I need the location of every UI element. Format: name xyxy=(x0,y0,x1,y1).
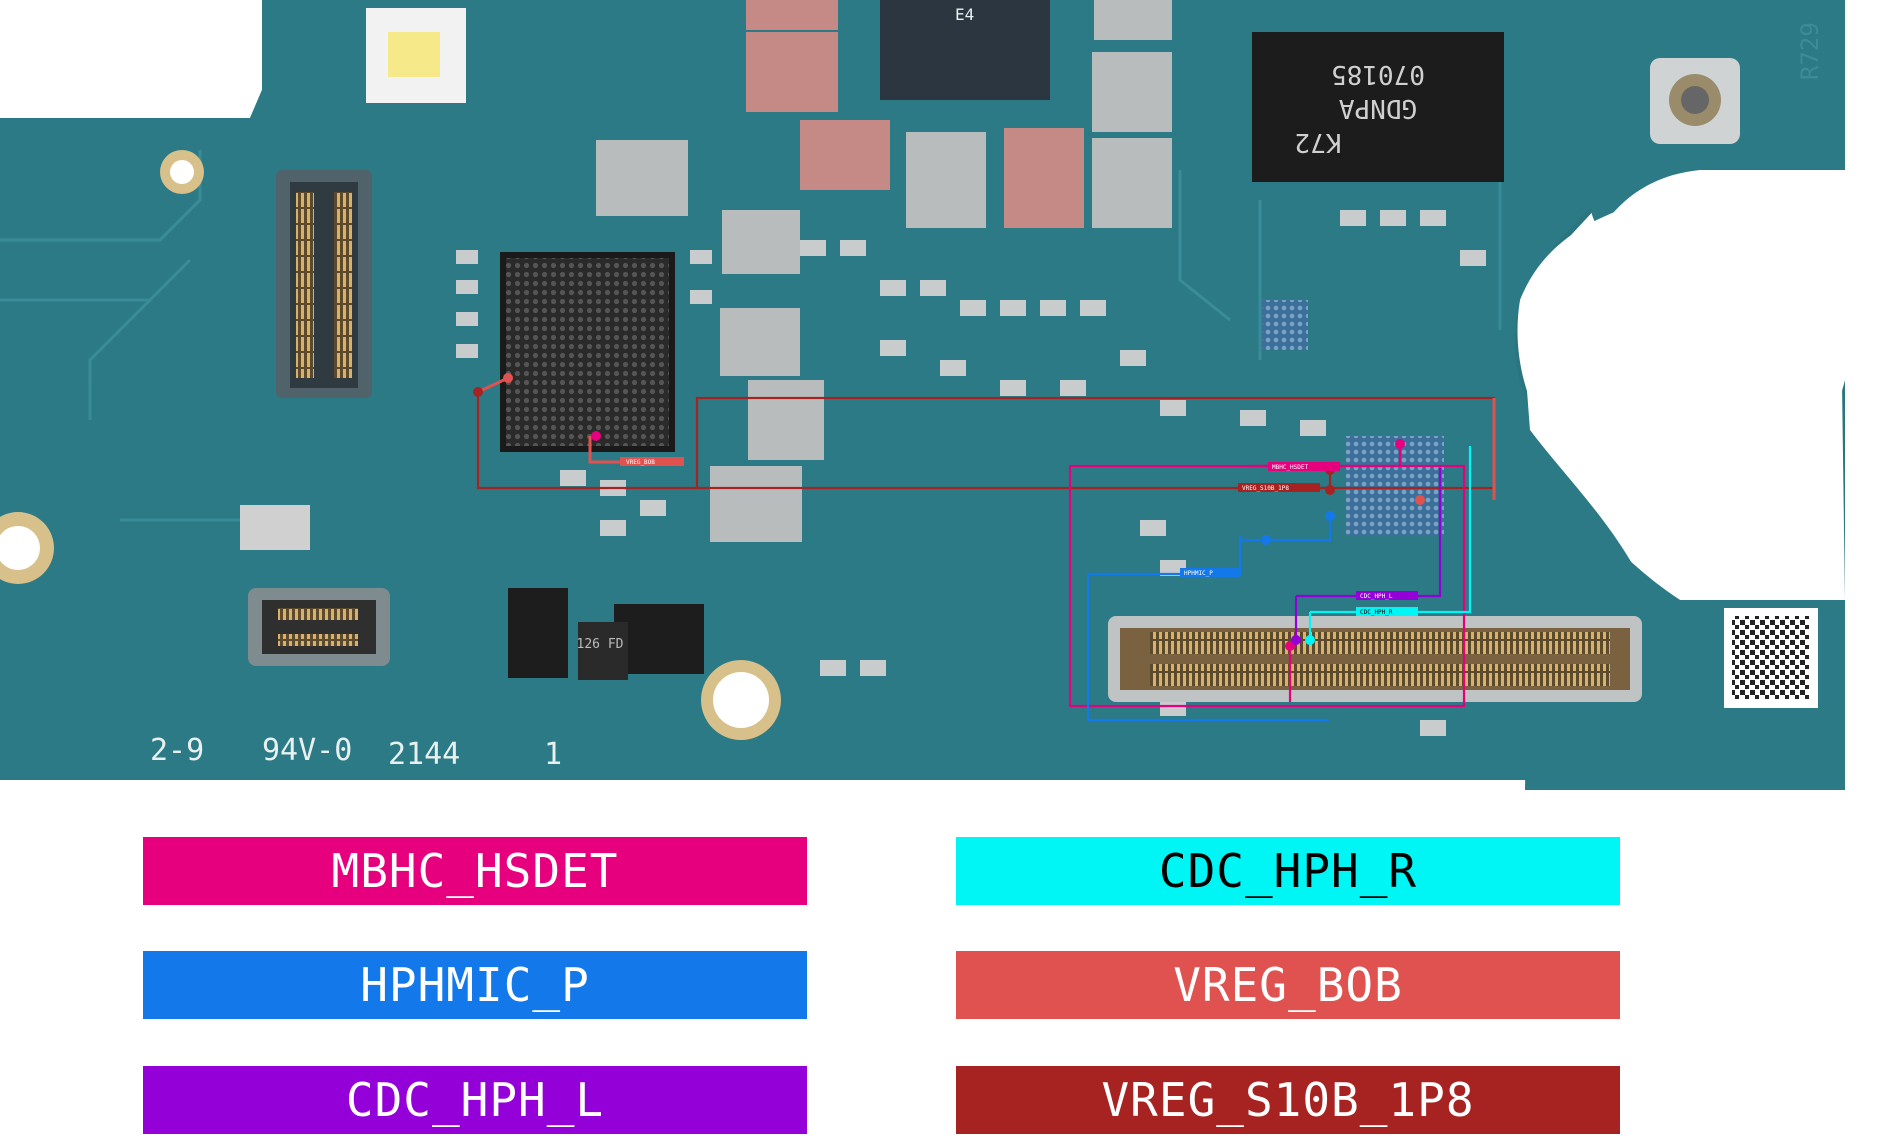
small-chip-label: 126 FD xyxy=(577,637,624,652)
tag-cdcl: CDC_HPH_L xyxy=(1360,593,1393,600)
legend-label: VREG_BOB xyxy=(1173,958,1403,1012)
legend-label: HPHMIC_P xyxy=(360,958,590,1012)
side-code-label: R729 xyxy=(1796,22,1824,80)
silk-revision: 2-9 xyxy=(150,733,204,768)
legend-label: CDC_HPH_R xyxy=(1158,844,1418,898)
legend-mbhc-hsdet: MBHC_HSDET xyxy=(143,837,807,905)
legend-label: CDC_HPH_L xyxy=(345,1073,605,1127)
legend-vreg-bob: VREG_BOB xyxy=(956,951,1620,1019)
tag-cdcr: CDC_HPH_R xyxy=(1360,609,1393,616)
pa-label-2: GDNPA xyxy=(1339,93,1418,123)
tag-s10b: VREG_S10B_1P8 xyxy=(1242,485,1289,492)
legend-cdc-hph-r: CDC_HPH_R xyxy=(956,837,1620,905)
silk-datecode: 2144 xyxy=(388,737,460,772)
pa-label-1: 070185 xyxy=(1331,59,1425,89)
chip-e4-label: E4 xyxy=(955,5,974,24)
silk-rating: 94V-0 xyxy=(262,733,352,768)
tag-mbhc: MBHC_HSDET xyxy=(1272,464,1309,471)
legend-label: MBHC_HSDET xyxy=(331,844,619,898)
pa-label-3: K72 xyxy=(1295,127,1342,157)
pcb-board-photo: E4 070185 GDNPA K72 R729 xyxy=(0,0,1898,790)
legend-label: VREG_S10B_1P8 xyxy=(1101,1073,1475,1127)
silk-one: 1 xyxy=(544,737,562,772)
pcb-bottom-cut xyxy=(0,780,1898,790)
legend-vreg-s10b-1p8: VREG_S10B_1P8 xyxy=(956,1066,1620,1134)
tag-bob: VREG_BOB xyxy=(626,459,655,466)
legend-hphmic-p: HPHMIC_P xyxy=(143,951,807,1019)
legend-cdc-hph-l: CDC_HPH_L xyxy=(143,1066,807,1134)
tag-hphmic: HPHMIC_P xyxy=(1184,570,1213,577)
pcb-right-cut xyxy=(1845,0,1898,790)
